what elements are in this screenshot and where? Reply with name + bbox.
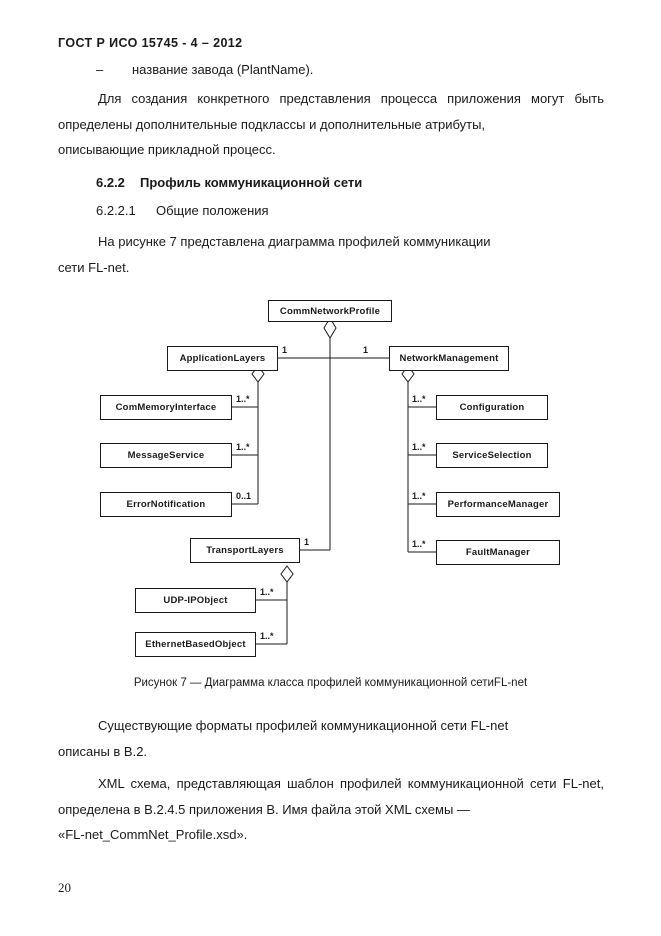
multiplicity-faultmanager: 1..* [412,539,426,549]
paragraph-2: На рисунке 7 представлена диаграмма проф… [58,229,604,280]
paragraph-3-body: Существующие форматы профилей коммуникац… [98,718,509,733]
document-header: ГОСТ Р ИСО 15745 - 4 – 2012 [58,36,243,50]
paragraph-2-lastline: сети FL-net. [58,259,130,275]
uml-class-faultmanager[interactable]: FaultManager [436,540,560,565]
uml-class-commnetworkprofile[interactable]: CommNetworkProfile [268,300,392,322]
page-number: 20 [58,880,71,895]
paragraph-4: XML схема, представляющая шаблон профиле… [58,771,604,848]
uml-class-errornotification[interactable]: ErrorNotification [100,492,232,517]
uml-class-commemoryinterface[interactable]: ComMemoryInterface [100,395,232,420]
section-heading: 6.2.2 Профиль коммуникационной сети [96,175,362,190]
uml-class-messageservice[interactable]: MessageService [100,443,232,468]
uml-class-udpipobject[interactable]: UDP-IPObject [135,588,256,613]
uml-class-applicationlayers[interactable]: ApplicationLayers [167,346,278,371]
section-subheading-title: Общие положения [156,203,269,218]
multiplicity-errornotification: 0..1 [236,491,252,501]
paragraph-2-body: На рисунке 7 представлена диаграмма проф… [98,234,491,249]
bullet-list-item-text: название завода (PlantName). [132,62,314,77]
uml-class-label: ErrorNotification [126,499,206,510]
aggregation-diamond-commnetworkprofile [323,317,337,339]
multiplicity-commemoryinterface: 1..* [236,394,250,404]
bullet-list-item: – название завода (PlantName). [96,62,313,77]
uml-class-configuration[interactable]: Configuration [436,395,548,420]
uml-class-diagram: CommNetworkProfile ApplicationLayers 1 N… [0,282,661,667]
uml-class-performancemanager[interactable]: PerformanceManager [436,492,560,517]
section-subheading: 6.2.2.1 Общие положения [96,203,269,218]
section-heading-title: Профиль коммуникационной сети [140,175,363,190]
uml-class-label: UDP-IPObject [163,595,228,606]
uml-class-label: FaultManager [465,547,531,558]
figure-caption: Рисунок 7 — Диаграмма класса профилей ко… [133,677,528,689]
multiplicity-applicationlayers: 1 [282,345,288,355]
uml-class-label: Configuration [459,402,525,413]
paragraph-3: Существующие форматы профилей коммуникац… [58,713,604,764]
uml-class-label: ComMemoryInterface [115,402,217,413]
multiplicity-transportlayers: 1 [304,537,310,547]
uml-class-ethernetbasedobject[interactable]: EthernetBasedObject [135,632,256,657]
uml-spacer [389,627,390,628]
uml-class-label: MessageService [127,450,205,461]
section-heading-number: 6.2.2 [96,175,125,190]
paragraph-1-lastline: описывающие прикладной процесс. [58,142,276,157]
uml-class-serviceselection[interactable]: ServiceSelection [436,443,548,468]
uml-class-label: TransportLayers [206,545,284,556]
uml-class-label: EthernetBasedObject [145,639,246,650]
uml-class-label: PerformanceManager [447,499,549,510]
uml-connector-layer [232,317,436,645]
dash-marker: – [96,62,104,77]
paragraph-1: Для создания конкретного представления п… [58,86,604,163]
aggregation-diamond-transportlayers [280,565,294,583]
paragraph-3-lastline: описаны в B.2. [58,743,148,759]
paragraph-1-body: Для создания конкретного представления п… [58,91,604,132]
uml-class-label: CommNetworkProfile [279,305,381,317]
multiplicity-serviceselection: 1..* [412,442,426,452]
uml-class-label: ServiceSelection [452,450,532,461]
multiplicity-networkmanagement: 1 [363,345,369,355]
multiplicity-configuration: 1..* [412,394,426,404]
uml-class-transportlayers[interactable]: TransportLayers [190,538,300,563]
multiplicity-performancemanager: 1..* [412,491,426,501]
multiplicity-udpipobject: 1..* [260,587,274,597]
section-subheading-number: 6.2.2.1 [96,203,136,218]
multiplicity-ethernetbasedobject: 1..* [260,631,274,641]
multiplicity-messageservice: 1..* [236,442,250,452]
paragraph-4-body: XML схема, представляющая шаблон профиле… [58,776,604,817]
paragraph-4-lastline: «FL-net_CommNet_Profile.xsd». [58,827,248,842]
uml-class-label: ApplicationLayers [179,353,266,364]
uml-class-label: NetworkManagement [399,353,499,364]
uml-class-networkmanagement[interactable]: NetworkManagement [389,346,509,371]
